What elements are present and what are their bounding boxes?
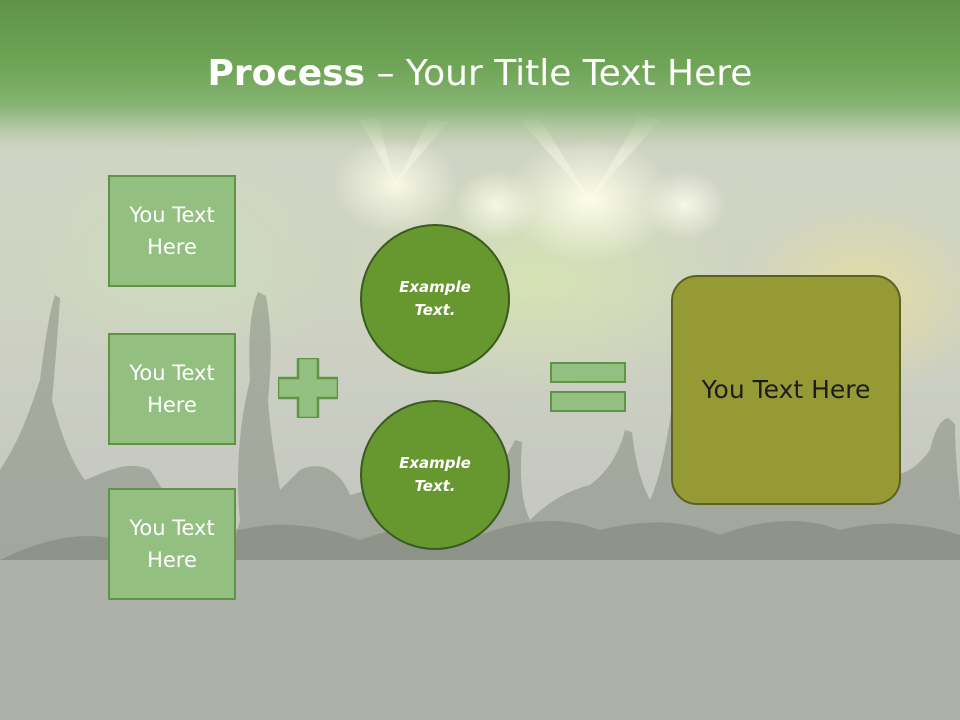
- circle-2: Example Text.: [360, 400, 510, 550]
- slide-title: Process – Your Title Text Here: [0, 52, 960, 96]
- left-box-label: You Text Here: [129, 361, 215, 417]
- equals-icon-bottom-bar: [550, 391, 626, 412]
- left-box-1: You Text Here: [108, 175, 236, 287]
- left-box-3: You Text Here: [108, 488, 236, 600]
- title-rest: – Your Title Text Here: [365, 53, 753, 94]
- result-box: You Text Here: [671, 275, 901, 505]
- result-label: You Text Here: [701, 375, 871, 404]
- left-box-label: You Text Here: [129, 203, 215, 259]
- title-bold: Process: [207, 53, 366, 94]
- plus-icon: [278, 358, 338, 418]
- equals-icon-top-bar: [550, 362, 626, 383]
- header-band: Process – Your Title Text Here: [0, 0, 960, 150]
- left-box-2: You Text Here: [108, 333, 236, 445]
- circle-label: Example Text.: [399, 454, 471, 495]
- left-box-label: You Text Here: [129, 516, 215, 572]
- circle-label: Example Text.: [399, 278, 471, 319]
- circle-1: Example Text.: [360, 224, 510, 374]
